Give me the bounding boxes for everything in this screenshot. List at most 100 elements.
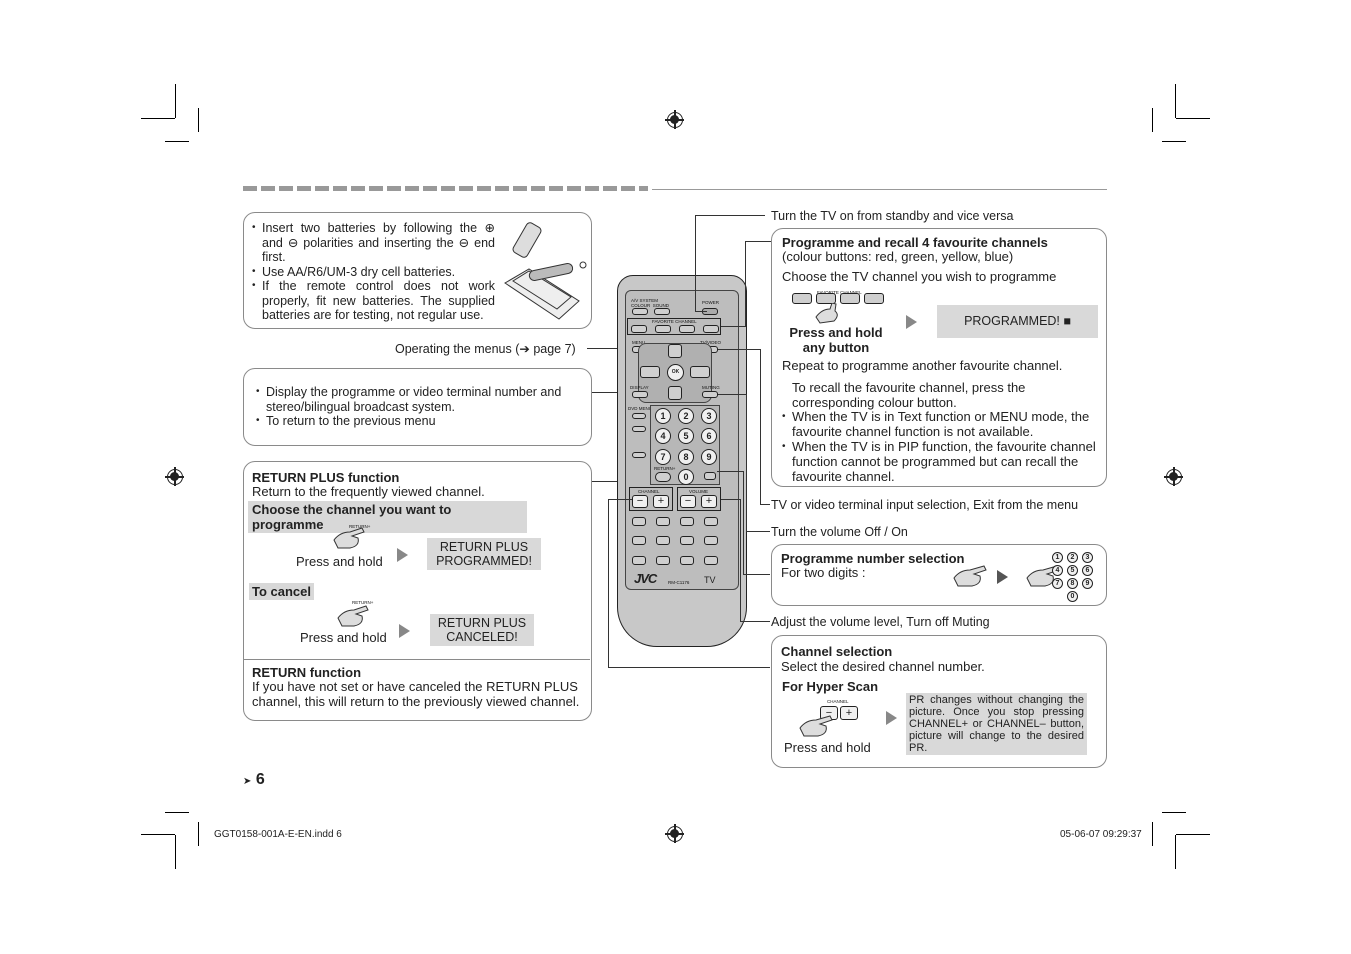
crop-mark: [1152, 108, 1153, 132]
digit-4: 4: [1052, 565, 1063, 576]
return-plus-button[interactable]: [655, 472, 671, 482]
small-button[interactable]: [680, 517, 694, 526]
two-digit-button[interactable]: [704, 472, 716, 480]
key-3[interactable]: 3: [701, 408, 717, 424]
result-canceled: RETURN PLUS CANCELED!: [430, 614, 534, 646]
leader-line: [695, 311, 707, 312]
page-number-value: 6: [255, 771, 265, 788]
press-hold-label: Press and hold: [784, 740, 871, 755]
key-9[interactable]: 9: [701, 449, 717, 465]
programme-number-title: Programme number selection: [781, 551, 965, 566]
registration-mark-icon: [665, 824, 684, 843]
fav-blue-button[interactable]: [703, 325, 719, 333]
key-2[interactable]: 2: [678, 408, 694, 424]
leader-line: [760, 504, 770, 505]
crop-mark: [165, 812, 189, 813]
sub-button[interactable]: [632, 452, 646, 458]
press-hold-any-button: Press and hold any button: [789, 325, 883, 355]
sound-button[interactable]: [654, 308, 670, 315]
remote-label-menu: MENU: [632, 340, 646, 345]
dpad-down-button[interactable]: [668, 386, 682, 400]
remote-label-display: DISPLAY: [630, 385, 649, 390]
volume-minus-button[interactable]: −: [680, 495, 696, 508]
key-7[interactable]: 7: [655, 449, 671, 465]
channel-plus-button[interactable]: +: [653, 495, 669, 508]
programmed-result: PROGRAMMED! ■: [937, 305, 1098, 338]
header-rule: [652, 189, 1107, 190]
dpad-up-button[interactable]: [668, 344, 682, 358]
channel-caption: CHANNEL: [827, 699, 849, 704]
arrow-right-icon: [906, 315, 917, 329]
leader-line: [587, 348, 637, 349]
small-button[interactable]: [632, 536, 646, 545]
small-button[interactable]: [656, 536, 670, 545]
remote-label-muting: MUTING: [702, 385, 720, 390]
return-caption: RETURN+: [349, 524, 371, 529]
arrow-right-icon: [886, 711, 897, 725]
volume-plus-button[interactable]: +: [701, 495, 717, 508]
channel-selection-title: Channel selection: [781, 644, 893, 659]
small-button[interactable]: [704, 517, 718, 526]
crop-mark: [165, 141, 189, 142]
display-button[interactable]: [632, 391, 648, 398]
small-button[interactable]: [632, 556, 646, 565]
crop-mark: [198, 822, 199, 846]
hand-press-icon: [953, 565, 987, 587]
return-plus-box: RETURN PLUS function Return to the frequ…: [243, 461, 592, 721]
small-button[interactable]: [680, 556, 694, 565]
crop-mark: [198, 108, 199, 132]
arrow-right-icon: [997, 570, 1008, 584]
key-0[interactable]: 0: [678, 469, 694, 485]
key-1[interactable]: 1: [655, 408, 671, 424]
battery-box: Insert two batteries by following the ⊕ …: [243, 212, 592, 329]
return-plus-title: RETURN PLUS function: [252, 470, 400, 485]
fav-caption: FAVORITE CHANNEL: [817, 290, 862, 295]
digit-2: 2: [1067, 552, 1078, 563]
small-button[interactable]: [704, 556, 718, 565]
leader-line: [745, 241, 771, 242]
fav-green-button[interactable]: [655, 325, 671, 333]
display-note: Display the programme or video terminal …: [256, 385, 576, 414]
fav-red-button[interactable]: [631, 325, 647, 333]
leader-line: [695, 215, 765, 216]
leader-line: [743, 574, 770, 575]
favourite-box: Programme and recall 4 favourite channel…: [771, 228, 1107, 487]
footer-timestamp: 05-06-07 09:29:37: [1060, 829, 1142, 840]
digit-0: 0: [1067, 591, 1078, 602]
small-button[interactable]: [632, 517, 646, 526]
registration-mark-icon: [165, 467, 184, 486]
hand-press-icon: [337, 605, 369, 627]
leader-line: [718, 349, 760, 350]
to-cancel-label: To cancel: [249, 583, 315, 600]
key-5[interactable]: 5: [678, 428, 694, 444]
muting-button[interactable]: [702, 391, 718, 398]
small-button[interactable]: [704, 536, 718, 545]
leader-line: [721, 326, 745, 327]
hand-press-icon: [333, 527, 365, 549]
fav-yellow-button[interactable]: [679, 325, 695, 333]
small-button[interactable]: [656, 556, 670, 565]
ok-button[interactable]: OK: [667, 364, 684, 381]
remote-label-dvd: DVD MENU: [628, 406, 653, 411]
small-button[interactable]: [680, 536, 694, 545]
leader-line: [608, 667, 770, 668]
channel-minus-button[interactable]: −: [632, 495, 648, 508]
dpad-left-button[interactable]: [640, 366, 660, 378]
dpad-right-button[interactable]: [690, 366, 710, 378]
channel-minus-illustration: −: [820, 706, 838, 720]
crop-mark: [1152, 822, 1153, 846]
digit-5: 5: [1067, 565, 1078, 576]
sleep-button[interactable]: [632, 426, 646, 432]
channel-selection-subtitle: Select the desired channel number.: [781, 659, 985, 674]
channel-plus-illustration: +: [840, 706, 858, 720]
dvd-menu-button[interactable]: [632, 413, 646, 419]
key-8[interactable]: 8: [678, 449, 694, 465]
programme-number-box: Programme number selection For two digit…: [771, 544, 1107, 606]
key-6[interactable]: 6: [701, 428, 717, 444]
key-4[interactable]: 4: [655, 428, 671, 444]
colour-button[interactable]: [632, 308, 648, 315]
repeat-note: Repeat to programme another favourite ch…: [782, 358, 1063, 373]
battery-note: If the remote control does not work prop…: [252, 279, 495, 323]
small-button[interactable]: [656, 517, 670, 526]
hyper-scan-title: For Hyper Scan: [782, 679, 879, 694]
